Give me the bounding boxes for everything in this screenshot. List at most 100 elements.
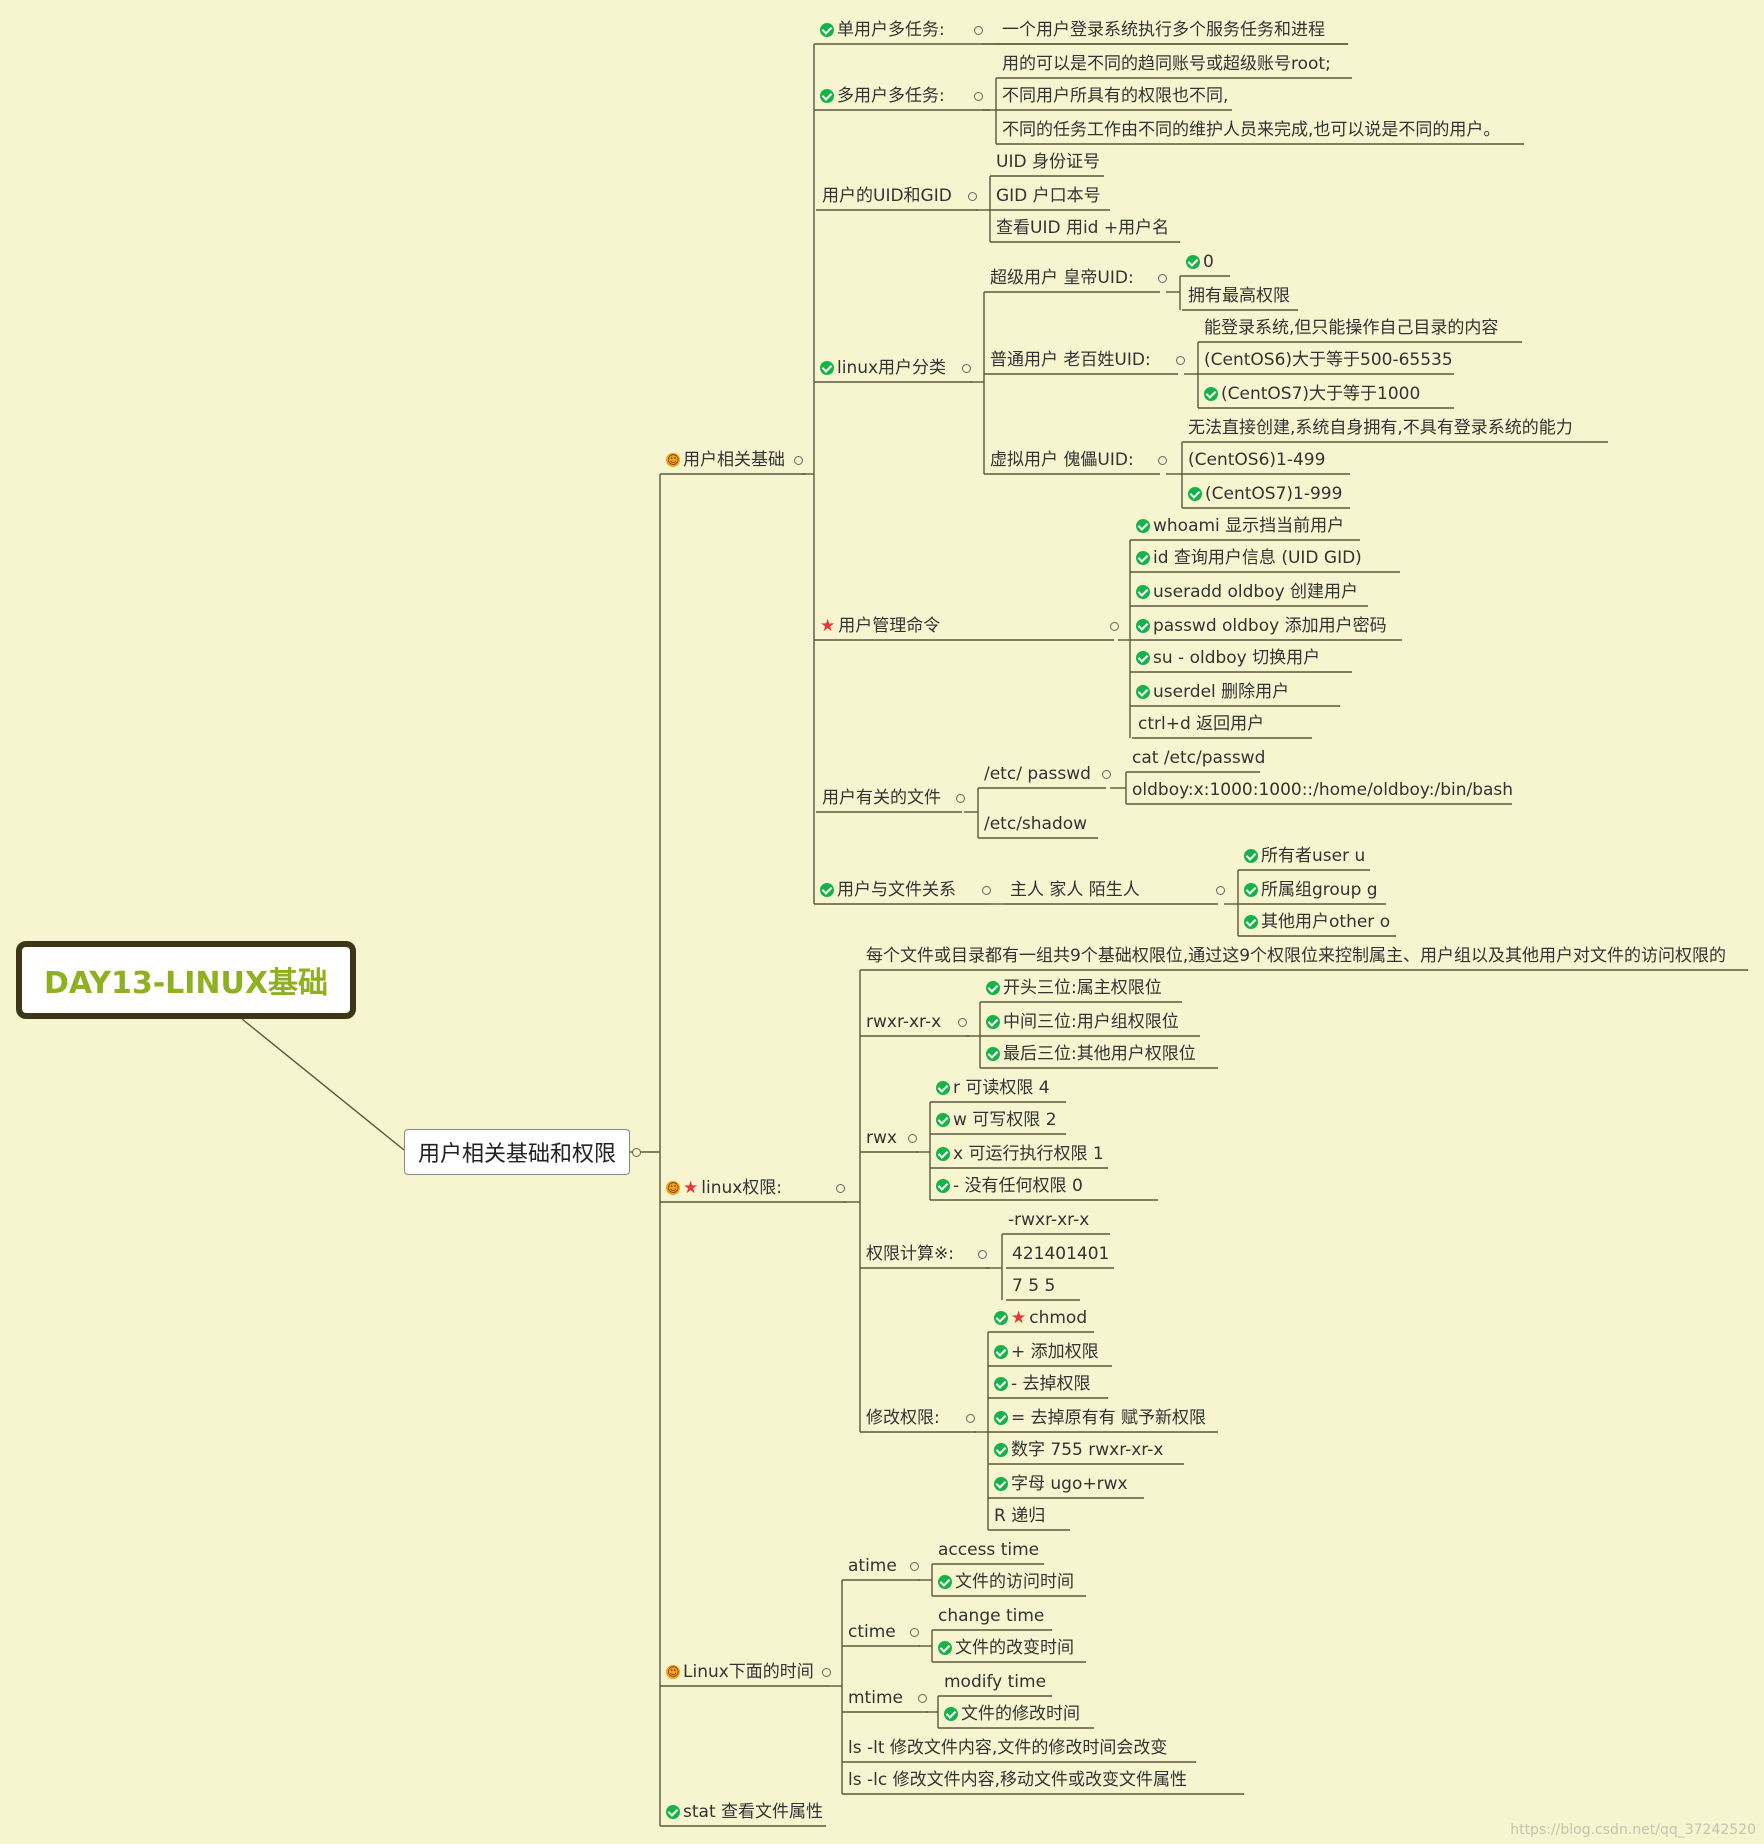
topic-b1c[interactable]: 用户的UID和GID xyxy=(822,184,952,208)
collapse-toggle-b1f[interactable] xyxy=(956,794,965,803)
topic-b1g[interactable]: 用户与文件关系 xyxy=(820,878,956,902)
topic-b3d[interactable]: ls -lt 修改文件内容,文件的修改时间会改变 xyxy=(848,1736,1167,1760)
collapse-toggle-b1d2[interactable] xyxy=(1176,356,1185,365)
collapse-toggle-b3b[interactable] xyxy=(910,1628,919,1637)
topic-b1d1a[interactable]: 0 xyxy=(1186,250,1214,274)
topic-b2d1[interactable]: -rwxr-xr-x xyxy=(1008,1208,1089,1232)
topic-b2e4[interactable]: = 去掉原有有 赋予新权限 xyxy=(994,1406,1206,1430)
topic-b2b3[interactable]: 最后三位:其他用户权限位 xyxy=(986,1042,1196,1066)
topic-b1f2[interactable]: /etc/shadow xyxy=(984,812,1087,836)
topic-b3b1[interactable]: change time xyxy=(938,1604,1044,1628)
topic-b1d3[interactable]: 虚拟用户 傀儡UID: xyxy=(990,448,1134,472)
topic-b2c1[interactable]: r 可读权限 4 xyxy=(936,1076,1050,1100)
topic-b1g1b[interactable]: 所属组group g xyxy=(1244,878,1378,902)
topic-b1b[interactable]: 多用户多任务: xyxy=(820,84,945,108)
topic-b2c[interactable]: rwx xyxy=(866,1126,897,1150)
topic-b2d2[interactable]: 421401401 xyxy=(1012,1242,1109,1266)
topic-b1a1[interactable]: 一个用户登录系统执行多个服务任务和进程 xyxy=(1002,18,1325,42)
collapse-toggle-b1[interactable] xyxy=(794,456,803,465)
topic-b1b3[interactable]: 不同的任务工作由不同的维护人员来完成,也可以说是不同的用户。 xyxy=(1002,118,1500,142)
topic-b1[interactable]: 用户相关基础 xyxy=(666,448,785,472)
topic-b1d2c[interactable]: (CentOS7)大于等于1000 xyxy=(1204,382,1420,406)
topic-b1f[interactable]: 用户有关的文件 xyxy=(822,786,941,810)
collapse-toggle-b1b[interactable] xyxy=(974,92,983,101)
topic-b2e1[interactable]: ★chmod xyxy=(994,1306,1087,1330)
topic-b2c3[interactable]: x 可运行执行权限 1 xyxy=(936,1142,1104,1166)
collapse-toggle-b2[interactable] xyxy=(836,1184,845,1193)
topic-b4[interactable]: stat 查看文件属性 xyxy=(666,1800,823,1824)
collapse-toggle-main[interactable] xyxy=(632,1148,641,1157)
collapse-toggle-b1g[interactable] xyxy=(982,886,991,895)
topic-b2[interactable]: ★linux权限: xyxy=(666,1176,782,1200)
topic-b2e2[interactable]: + 添加权限 xyxy=(994,1340,1099,1364)
topic-b1c2[interactable]: GID 户口本号 xyxy=(996,184,1101,208)
topic-b2c2[interactable]: w 可写权限 2 xyxy=(936,1108,1057,1132)
topic-b2e3[interactable]: - 去掉权限 xyxy=(994,1372,1091,1396)
collapse-toggle-b2c[interactable] xyxy=(908,1134,917,1143)
topic-b3c2[interactable]: 文件的修改时间 xyxy=(944,1702,1080,1726)
topic-b1c3[interactable]: 查看UID 用id +用户名 xyxy=(996,216,1169,240)
topic-b1e2[interactable]: id 查询用户信息 (UID GID) xyxy=(1136,546,1362,570)
topic-b2e6[interactable]: 字母 ugo+rwx xyxy=(994,1472,1128,1496)
topic-b3a[interactable]: atime xyxy=(848,1554,897,1578)
topic-b2d3[interactable]: 7 5 5 xyxy=(1012,1274,1055,1298)
topic-b1e6[interactable]: userdel 删除用户 xyxy=(1136,680,1289,704)
topic-b1d2b[interactable]: (CentOS6)大于等于500-65535 xyxy=(1204,348,1453,372)
collapse-toggle-b2e[interactable] xyxy=(966,1414,975,1423)
collapse-toggle-b1d1[interactable] xyxy=(1158,274,1167,283)
topic-b1d[interactable]: linux用户分类 xyxy=(820,356,946,380)
topic-b1e3[interactable]: useradd oldboy 创建用户 xyxy=(1136,580,1358,604)
collapse-toggle-b3[interactable] xyxy=(822,1668,831,1677)
collapse-toggle-b1f1[interactable] xyxy=(1102,770,1111,779)
collapse-toggle-b3a[interactable] xyxy=(910,1562,919,1571)
topic-b1g1[interactable]: 主人 家人 陌生人 xyxy=(1010,878,1140,902)
root-topic[interactable]: DAY13-LINUX基础 xyxy=(16,941,356,1019)
collapse-toggle-b1a[interactable] xyxy=(974,26,983,35)
topic-b3c1[interactable]: modify time xyxy=(944,1670,1046,1694)
topic-b1d3c[interactable]: (CentOS7)1-999 xyxy=(1188,482,1342,506)
topic-b2e[interactable]: 修改权限: xyxy=(866,1406,940,1430)
topic-b3b2[interactable]: 文件的改变时间 xyxy=(938,1636,1074,1660)
topic-b1b1[interactable]: 用的可以是不同的趋同账号或超级账号root; xyxy=(1002,52,1331,76)
topic-b2a[interactable]: 每个文件或目录都有一组共9个基础权限位,通过这9个权限位来控制属主、用户组以及其… xyxy=(866,944,1726,968)
topic-b2d[interactable]: 权限计算※: xyxy=(866,1242,954,1266)
topic-b1d2[interactable]: 普通用户 老百姓UID: xyxy=(990,348,1151,372)
topic-b1g1a[interactable]: 所有者user u xyxy=(1244,844,1365,868)
topic-b1a[interactable]: 单用户多任务: xyxy=(820,18,945,42)
collapse-toggle-b1d[interactable] xyxy=(962,364,971,373)
topic-b1e[interactable]: ★用户管理命令 xyxy=(820,614,940,638)
topic-b3[interactable]: Linux下面的时间 xyxy=(666,1660,814,1684)
topic-b1b2[interactable]: 不同用户所具有的权限也不同, xyxy=(1002,84,1228,108)
topic-b1d1[interactable]: 超级用户 皇帝UID: xyxy=(990,266,1134,290)
topic-b2e5[interactable]: 数字 755 rwxr-xr-x xyxy=(994,1438,1163,1462)
topic-b1e4[interactable]: passwd oldboy 添加用户密码 xyxy=(1136,614,1387,638)
topic-b3c[interactable]: mtime xyxy=(848,1686,903,1710)
topic-b1c1[interactable]: UID 身份证号 xyxy=(996,150,1100,174)
collapse-toggle-b1e[interactable] xyxy=(1110,622,1119,631)
topic-b1f1a[interactable]: cat /etc/passwd xyxy=(1132,746,1265,770)
topic-b2b1[interactable]: 开头三位:属主权限位 xyxy=(986,976,1162,1000)
topic-b1d1b[interactable]: 拥有最高权限 xyxy=(1188,284,1290,308)
topic-b1d2a[interactable]: 能登录系统,但只能操作自己目录的内容 xyxy=(1204,316,1498,340)
topic-b1e7[interactable]: ctrl+d 返回用户 xyxy=(1138,712,1264,736)
topic-b2b2[interactable]: 中间三位:用户组权限位 xyxy=(986,1010,1179,1034)
topic-b2e7[interactable]: R 递归 xyxy=(994,1504,1045,1528)
collapse-toggle-b1c[interactable] xyxy=(968,192,977,201)
collapse-toggle-b3c[interactable] xyxy=(918,1694,927,1703)
topic-b3a2[interactable]: 文件的访问时间 xyxy=(938,1570,1074,1594)
topic-b1g1c[interactable]: 其他用户other o xyxy=(1244,910,1390,934)
topic-b1f1[interactable]: /etc/ passwd xyxy=(984,762,1091,786)
topic-b1d3a[interactable]: 无法直接创建,系统自身拥有,不具有登录系统的能力 xyxy=(1188,416,1573,440)
collapse-toggle-b1d3[interactable] xyxy=(1158,456,1167,465)
collapse-toggle-b2d[interactable] xyxy=(978,1250,987,1259)
topic-b1f1b[interactable]: oldboy:x:1000:1000::/home/oldboy:/bin/ba… xyxy=(1132,778,1513,802)
topic-b1e5[interactable]: su - oldboy 切换用户 xyxy=(1136,646,1320,670)
topic-b1d3b[interactable]: (CentOS6)1-499 xyxy=(1188,448,1325,472)
collapse-toggle-b1g1[interactable] xyxy=(1216,886,1225,895)
topic-b3b[interactable]: ctime xyxy=(848,1620,896,1644)
topic-b1e1[interactable]: whoami 显示挡当前用户 xyxy=(1136,514,1344,538)
topic-b3e[interactable]: ls -lc 修改文件内容,移动文件或改变文件属性 xyxy=(848,1768,1187,1792)
collapse-toggle-b2b[interactable] xyxy=(958,1018,967,1027)
topic-b3a1[interactable]: access time xyxy=(938,1538,1039,1562)
topic-b2b[interactable]: rwxr-xr-x xyxy=(866,1010,941,1034)
